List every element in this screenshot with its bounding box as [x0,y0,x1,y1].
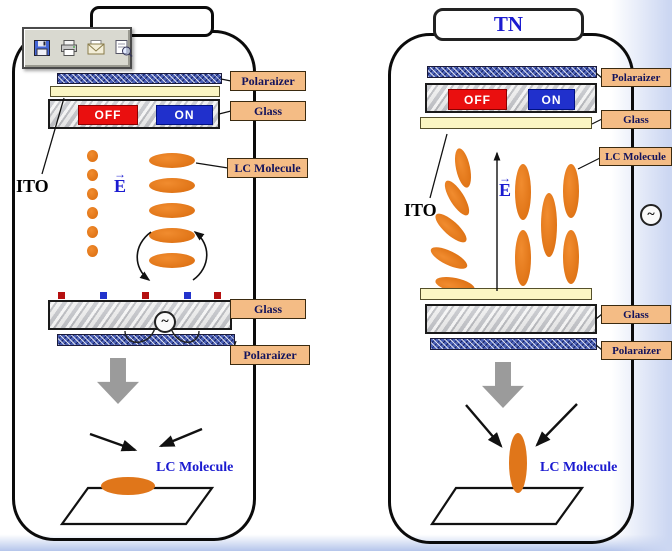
tag-glass-top-left: Glass [230,101,306,121]
lc-dot [87,150,98,162]
tn-title-box: TN [433,8,584,41]
vector-arrow-icon: → [114,167,126,181]
polarizer-bottom-right [430,338,597,350]
lc-dot [87,188,98,200]
electrode-pad [184,292,191,299]
electrode-pad [214,292,221,299]
lc-molecule-caption-right: LC Molecule [540,460,618,475]
vector-arrow-icon: → [499,171,511,185]
lc-dot [87,169,98,181]
polarizer-top-left [57,73,222,84]
print-preview-icon[interactable] [113,38,133,58]
lc-dot [87,245,98,257]
ac-source-left: ~ [154,311,176,333]
tag-polarizer-top-right: Polaraizer [601,68,671,87]
tag-lc-molecule-left: LC Molecule [227,158,308,178]
glass-ito-top-left [50,86,220,97]
electrode-pad [100,292,107,299]
tag-glass-bottom-right: Glass [601,305,671,324]
tag-glass-top-right: Glass [601,110,671,129]
save-icon[interactable] [32,38,52,58]
electrode-pad [58,292,65,299]
lc-molecule [149,178,195,193]
tag-polarizer-bottom-right: Polaraizer [601,341,672,360]
polarizer-bottom-left [57,334,235,346]
toolbar [22,27,133,69]
ito-label-right: ITO [404,200,437,220]
lc-molecule [541,193,557,257]
glass-bottom-left [48,300,232,330]
lc-molecule [515,230,531,286]
print-icon[interactable] [59,38,79,58]
tn-title: TN [493,12,524,36]
lc-molecule [149,228,195,243]
polarizer-top-right [427,66,597,78]
glass-ito-top-right [420,117,592,129]
lc-molecule [563,230,579,284]
tag-polarizer-top-left: Polaraizer [230,71,306,91]
off-button-left[interactable]: OFF [78,105,138,125]
e-field-left: → E [114,167,127,196]
on-button-right[interactable]: ON [528,89,575,110]
mail-icon[interactable] [86,38,106,58]
lc-molecule [515,164,531,220]
off-button-right[interactable]: OFF [448,89,507,110]
tag-polarizer-bottom-left: Polaraizer [230,345,310,365]
tag-lc-molecule-right: LC Molecule [599,147,672,166]
on-button-left[interactable]: ON [156,105,213,125]
lc-molecule [149,203,195,218]
ac-source-right: ~ [640,204,662,226]
lc-molecule [149,153,195,168]
lc-molecule [149,253,195,268]
electrode-pad [142,292,149,299]
lc-molecule [563,164,579,218]
ito-label-left: ITO [16,176,49,196]
e-field-right: → E [499,171,512,200]
glass-ito-bottom-right [420,288,592,300]
lc-molecule-caption-left: LC Molecule [156,460,234,475]
lc-dot [87,207,98,219]
tag-glass-bottom-left: Glass [230,299,306,319]
lc-dot [87,226,98,238]
glass-bottom-right [425,304,597,334]
